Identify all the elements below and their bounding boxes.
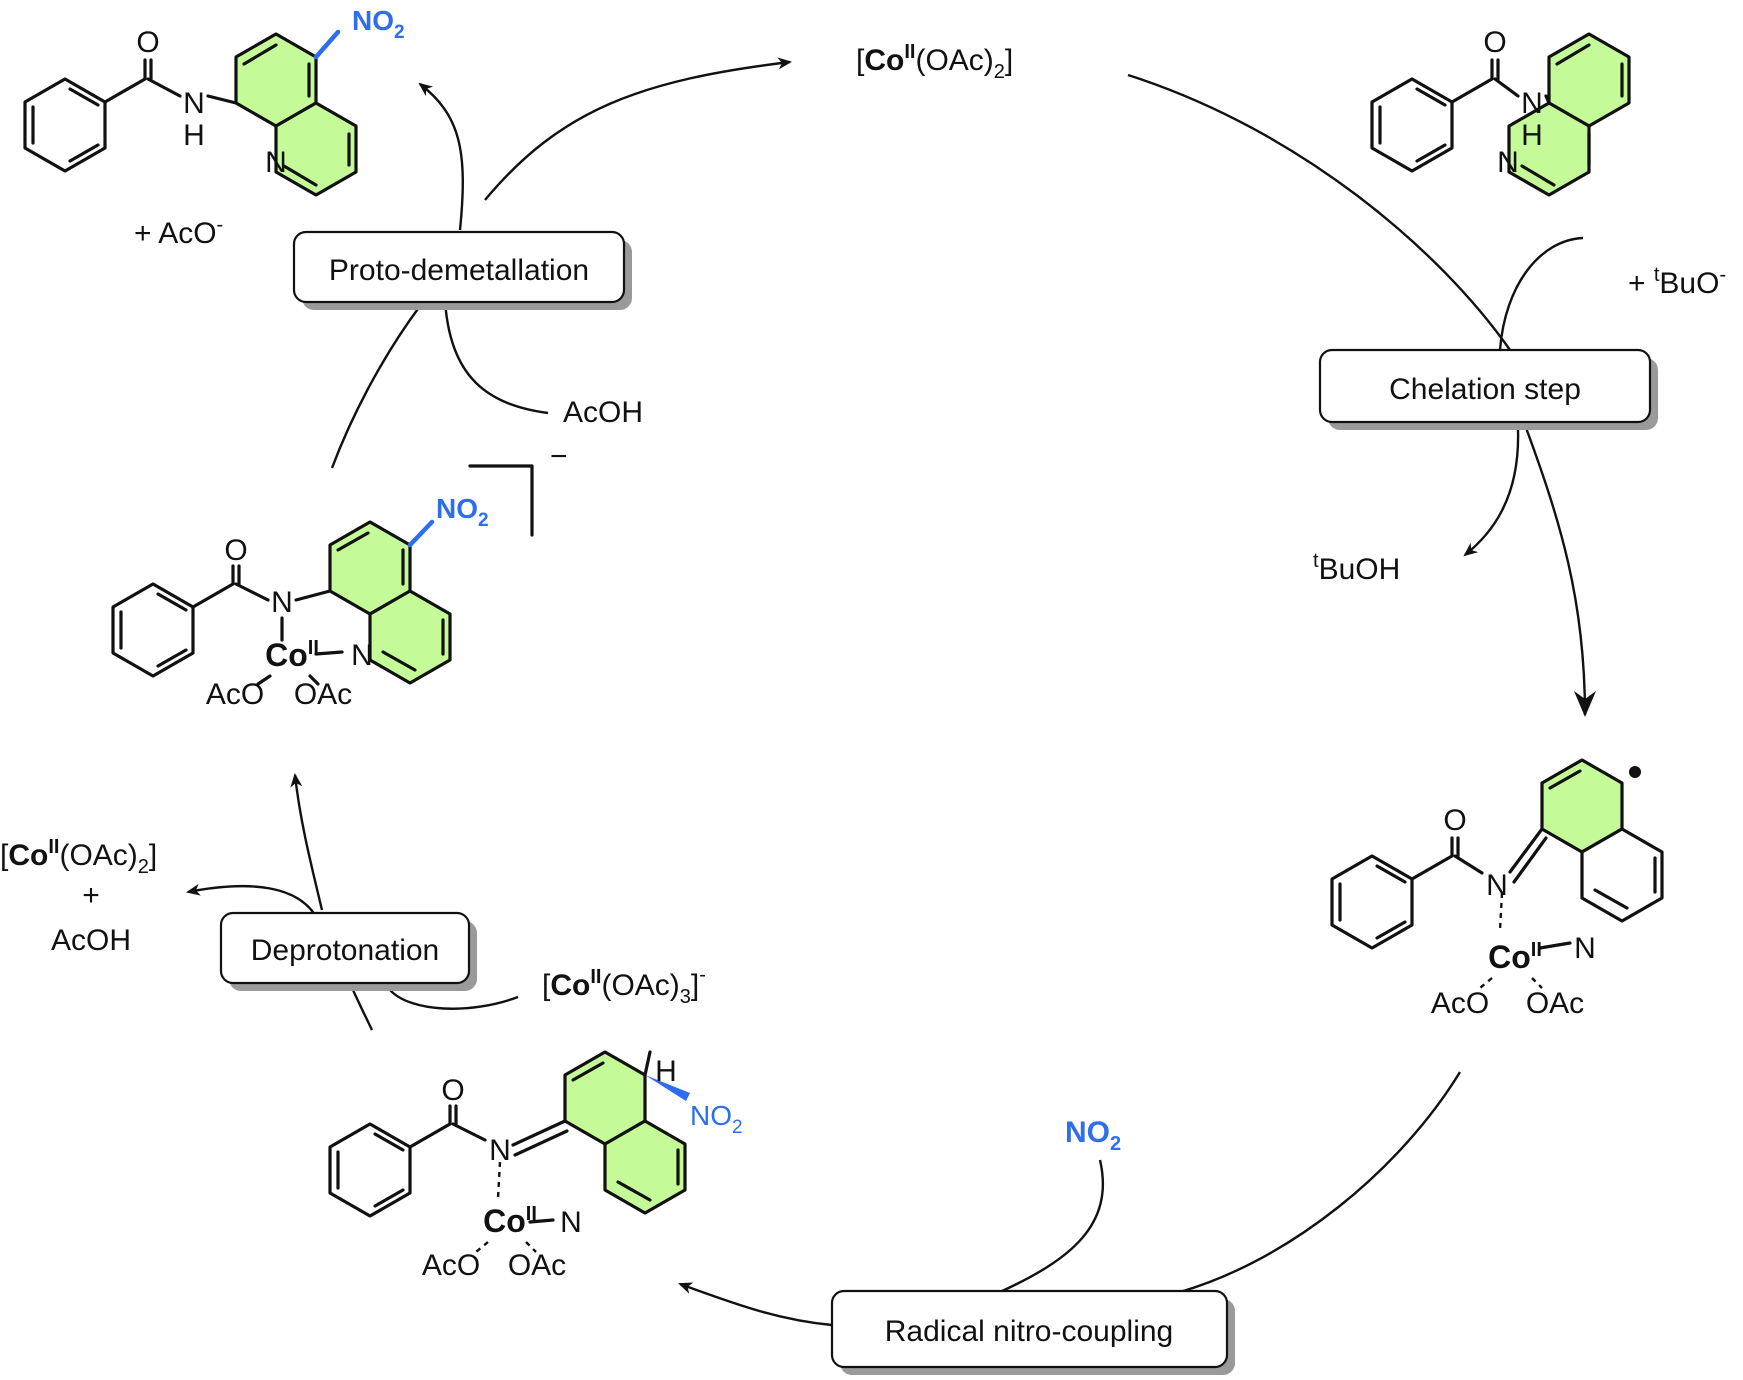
cycle-arc-top-left	[484, 57, 792, 201]
substrate-amide-h: H	[1521, 119, 1543, 152]
adduct-co-label: CoII	[483, 1203, 537, 1239]
arc-left-out	[186, 883, 320, 921]
step-deprotonation-label: Deprotonation	[251, 934, 439, 967]
cycle-arc-right-down	[1523, 424, 1596, 717]
tbuo-reagent: + tBuO-	[1628, 264, 1726, 300]
product-carbonyl-o: O	[136, 26, 159, 59]
adduct-wedge-bond	[645, 1075, 690, 1101]
anion-aco: AcO	[206, 678, 264, 711]
radical-dot	[1629, 766, 1641, 778]
nitro-adduct-complex	[328, 1050, 690, 1218]
cycle-arc-left-up	[290, 773, 324, 911]
adduct-h: H	[655, 1055, 677, 1088]
cobalt-nitro-anion	[111, 464, 534, 685]
no2-reagent: NO2	[1065, 1116, 1121, 1155]
product-pyridine-n: N	[265, 146, 287, 179]
anion-oac: OAc	[294, 678, 352, 711]
coac3-byproduct: [CoII(OAc)3]-	[542, 964, 706, 1008]
adduct-carbonyl-o: O	[441, 1074, 464, 1107]
arc-product-out	[418, 82, 464, 231]
cobalt-chelate-radical	[1330, 758, 1664, 950]
anion-ring-right	[368, 589, 452, 685]
anion-carbonyl-o: O	[224, 534, 247, 567]
adduct-oac: OAc	[508, 1249, 566, 1282]
radical-co-label: CoII	[1488, 939, 1542, 975]
anion-co-label: CoII	[265, 637, 319, 673]
step-protodemetallation-label: Proto-demetallation	[329, 254, 589, 287]
product-no2-label: NO2	[352, 5, 405, 43]
radical-imine-n: N	[1486, 869, 1508, 902]
cycle-arc-left-top	[330, 305, 421, 469]
substrate-benzamidoquinoline	[1370, 32, 1631, 197]
arc-coac3-in	[389, 989, 519, 1010]
arc-tbuoh-out	[1463, 429, 1520, 557]
radical-pyridine-n: N	[1574, 932, 1596, 965]
cycle-arc-bottom-left	[678, 1282, 833, 1327]
left-plus: +	[82, 879, 100, 912]
substrate-carbonyl-o: O	[1483, 26, 1506, 59]
arc-no2-in	[999, 1159, 1105, 1294]
step-radical-label: Radical nitro-coupling	[885, 1315, 1174, 1348]
anion-no2-label: NO2	[436, 493, 489, 531]
left-byproducts: [CoII(OAc)2] + AcOH	[0, 836, 157, 957]
arc-acoh-in	[443, 299, 549, 415]
radical-carbonyl-o: O	[1443, 804, 1466, 837]
step-box-deprotonation: Deprotonation	[219, 911, 477, 991]
cycle-arc-bottom-right	[1179, 1071, 1462, 1294]
left-catalyst-label: [CoII(OAc)2]	[0, 836, 157, 878]
step-box-chelation: Chelation step	[1318, 348, 1658, 430]
adduct-no2-label: NO2	[690, 1100, 743, 1138]
anion-charge: −	[550, 440, 568, 473]
adduct-ring-right	[603, 1119, 687, 1215]
arc-tbuo-in	[1498, 236, 1584, 351]
catalyst-label: [CoII(OAc)2]	[856, 41, 1013, 83]
step-box-radical: Radical nitro-coupling	[830, 1289, 1235, 1375]
product-amide-h: H	[183, 119, 205, 152]
anion-amide-n: N	[271, 586, 293, 619]
adduct-imine-n: N	[489, 1134, 511, 1167]
step-chelation-label: Chelation step	[1389, 373, 1581, 406]
substrate-amide-n: N	[1521, 87, 1543, 120]
aco-byproduct: + AcO-	[134, 214, 223, 250]
substrate-pyridine-n: N	[1497, 146, 1519, 179]
tbuoh-byproduct: tBuOH	[1313, 550, 1400, 586]
adduct-aco: AcO	[422, 1249, 480, 1282]
product-amide-n: N	[183, 87, 205, 120]
step-box-protodemetallation: Proto-demetallation	[292, 230, 632, 310]
radical-aco: AcO	[1431, 987, 1489, 1020]
left-acoh: AcOH	[51, 924, 131, 957]
anion-pyridine-n: N	[351, 639, 373, 672]
radical-ring-right	[1580, 827, 1664, 923]
adduct-pyridine-n: N	[560, 1206, 582, 1239]
radical-oac: OAc	[1526, 987, 1584, 1020]
acoh-reagent: AcOH	[563, 396, 643, 429]
product-nitroquinoline	[23, 29, 358, 197]
cycle-arc-top-right	[1127, 73, 1511, 351]
